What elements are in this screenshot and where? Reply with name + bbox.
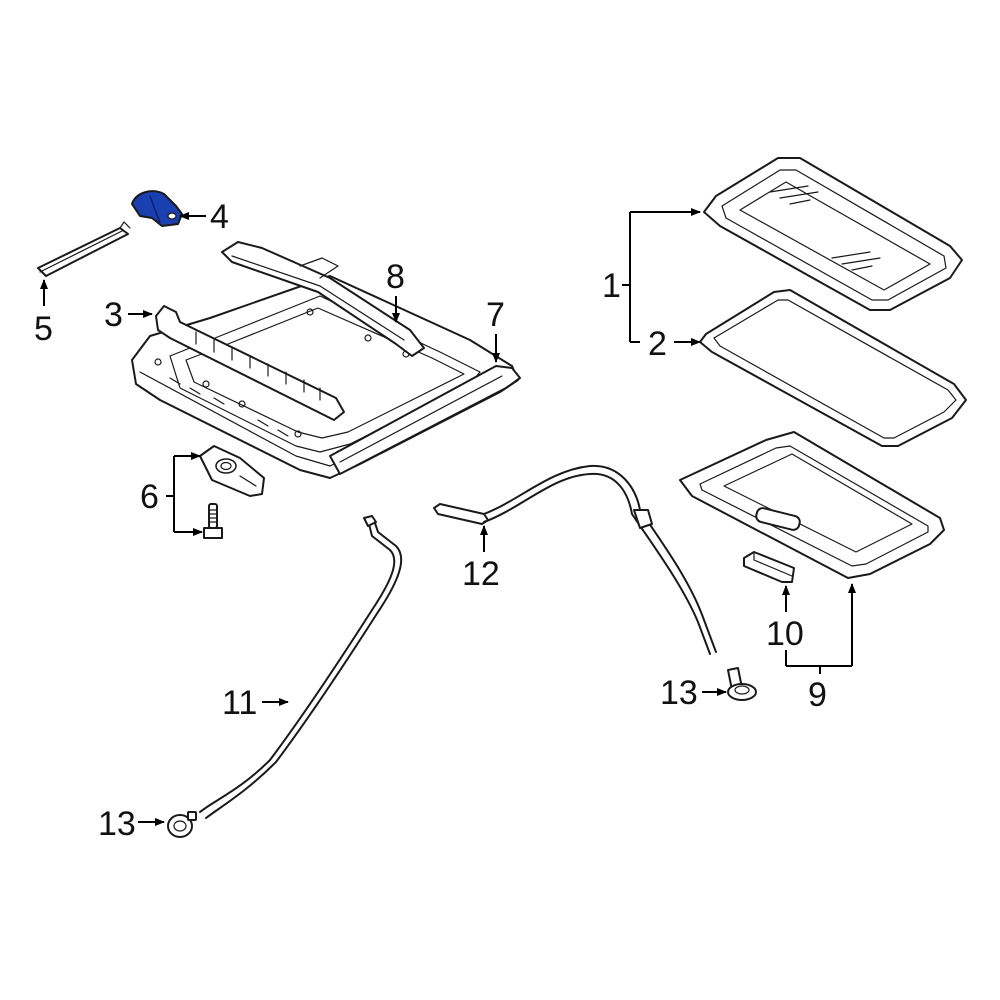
part-10-pad[interactable]	[743, 551, 795, 583]
callout-13-right: 13	[660, 674, 698, 712]
part-13-clip-left[interactable]	[167, 811, 197, 838]
callout-3: 3	[104, 296, 123, 334]
part-8-front-rail[interactable]	[221, 241, 425, 357]
callout-labels: 1 2 3 4 5 6 7 8 9 10 11 12 13 13	[34, 198, 827, 843]
callout-2: 2	[648, 325, 667, 363]
callout-7: 7	[486, 296, 505, 334]
callout-12: 12	[462, 555, 500, 593]
part-12-drain-hose[interactable]	[433, 464, 717, 655]
part-5-seal-strip[interactable]	[37, 221, 131, 277]
callout-6: 6	[140, 478, 159, 516]
part-7-right-rail[interactable]	[329, 365, 521, 475]
callout-13-left: 13	[98, 805, 136, 843]
leader-lines	[40, 208, 856, 826]
part-6-bolt[interactable]	[203, 503, 223, 539]
callout-9: 9	[808, 676, 827, 714]
part-4-bracket-highlighted[interactable]	[131, 190, 183, 227]
part-6-drive-bracket[interactable]	[199, 445, 265, 497]
callout-1: 1	[602, 267, 621, 305]
part-13-clip-right[interactable]	[727, 667, 757, 701]
callout-10: 10	[766, 615, 804, 653]
part-11-drain-hose[interactable]	[199, 515, 403, 819]
callout-5: 5	[34, 310, 53, 348]
part-2-glass-seal[interactable]	[699, 289, 967, 447]
callout-8: 8	[386, 258, 405, 296]
part-3-guide-rail[interactable]	[155, 305, 345, 421]
part-1-glass-panel[interactable]	[703, 157, 963, 311]
callout-4: 4	[210, 198, 229, 236]
sunroof-frame-assembly[interactable]	[131, 241, 521, 479]
callout-11: 11	[222, 684, 257, 722]
part-9-sunshade[interactable]	[679, 431, 945, 579]
